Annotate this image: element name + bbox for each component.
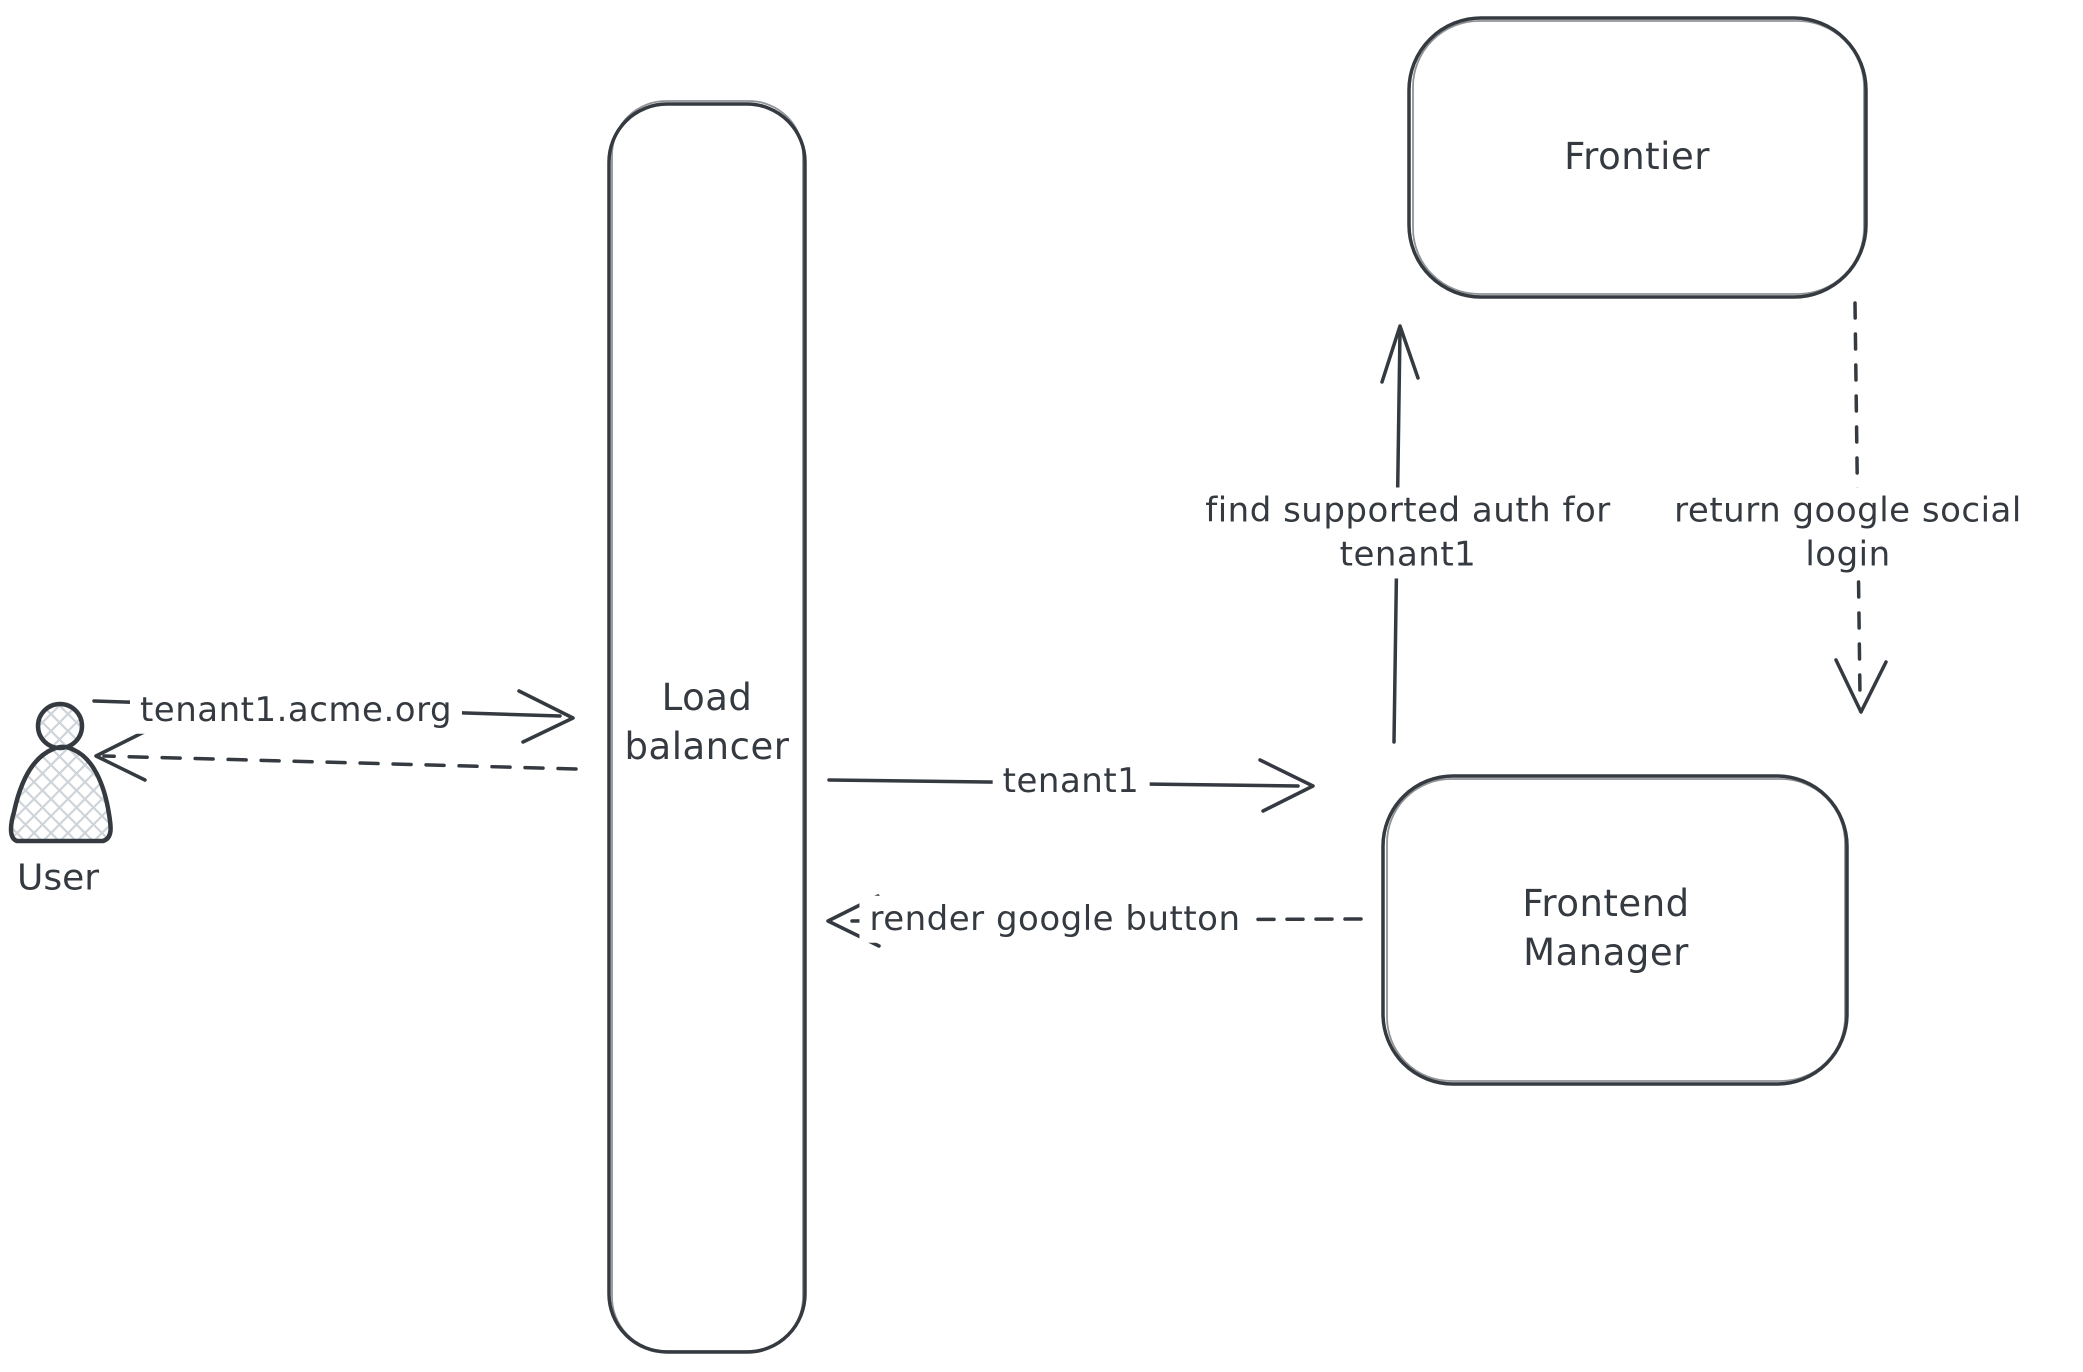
edge-label-render-google-button: render google button [859, 895, 1251, 943]
load-balancer-box [607, 100, 807, 1354]
edge-label-find-supported-auth: find supported auth for tenant1 [1194, 487, 1622, 579]
user-node-label: User [16, 857, 100, 899]
frontend-manager-box [1381, 774, 1849, 1086]
load-balancer-node-label: Load balancer [624, 676, 790, 768]
frontier-box [1407, 16, 1868, 299]
edge-label-return-google-social-login: return google social login [1629, 487, 2067, 579]
frontier-node-label: Frontier [1564, 134, 1710, 178]
arrow-load-balancer-to-user [94, 730, 578, 782]
edge-label-tenant1-acme-org: tenant1.acme.org [129, 686, 463, 734]
frontend-manager-node-label: Frontend Manager [1522, 882, 1690, 974]
person-icon [8, 701, 113, 844]
edge-label-tenant1: tenant1 [992, 757, 1150, 805]
